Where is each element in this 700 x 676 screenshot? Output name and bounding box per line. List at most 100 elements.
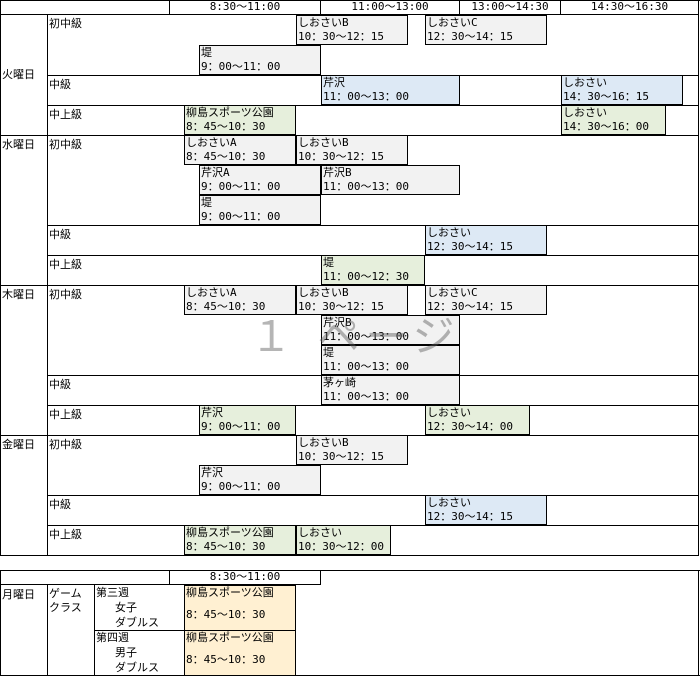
schedule-cell[interactable]: しおさい 10：30〜12：00	[296, 525, 391, 555]
cell-location: しおさいB	[298, 286, 349, 299]
level-label-upper-intermediate: 中上級	[49, 528, 82, 541]
level-label-beginner-intermediate: 初中級	[49, 17, 82, 30]
cell-time: 8：45〜10：30	[186, 300, 266, 313]
cell-location: しおさいB	[298, 136, 349, 149]
game-class-label-line2: クラス	[49, 601, 82, 614]
cell-location: 堤	[201, 196, 212, 209]
cell-time: 9：00〜11：00	[201, 480, 281, 493]
cell-location: 柳島スポーツ公園	[186, 631, 274, 644]
cell-time: 14：30〜16：00	[563, 120, 649, 133]
cell-time: 10：30〜12：15	[298, 300, 384, 313]
cell-location: しおさい	[427, 406, 471, 419]
cell-time: 12：30〜14：15	[427, 510, 513, 523]
cell-time: 11：00〜12：30	[323, 270, 409, 283]
schedule-cell[interactable]: しおさいA 8：45〜10：30	[184, 285, 296, 315]
cell-location: しおさいB	[298, 16, 349, 29]
cell-location: 堤	[201, 46, 212, 59]
schedule-cell[interactable]: しおさい 14：30〜16：00	[561, 105, 666, 135]
cell-location: 柳島スポーツ公園	[186, 526, 274, 539]
level-label-upper-intermediate: 中上級	[49, 108, 82, 121]
cell-location: しおさい	[563, 106, 607, 119]
cell-location: 堤	[323, 256, 334, 269]
cell-location: 芹沢	[201, 406, 223, 419]
cell-time: 11：00〜13：00	[323, 360, 409, 373]
schedule-cell[interactable]: しおさい 12：30〜14：15	[425, 495, 547, 525]
cell-location: 芹沢A	[201, 166, 230, 179]
cell-time: 12：30〜14：15	[427, 300, 513, 313]
week4-label: 第四週	[96, 631, 129, 644]
page-watermark: １ ページ	[250, 312, 461, 361]
schedule-cell[interactable]: 芹沢 11：00〜13：00	[321, 75, 460, 105]
game-class-label-line1: ゲーム	[49, 587, 82, 600]
day-label-tuesday: 火曜日	[2, 68, 35, 81]
schedule-cell[interactable]: しおさいA 8：45〜10：30	[184, 135, 296, 165]
cell-time: 10：30〜12：15	[298, 30, 384, 43]
schedule-cell[interactable]: しおさいB 10：30〜12：15	[296, 15, 408, 45]
cell-location: しおさいA	[186, 286, 237, 299]
schedule-cell[interactable]: しおさい 12：30〜14：00	[425, 405, 530, 435]
schedule-cell[interactable]: 芹沢 9：00〜11：00	[199, 405, 296, 435]
schedule-cell[interactable]: しおさいC 12：30〜14：15	[425, 15, 547, 45]
cell-time: 10：30〜12：00	[298, 540, 384, 553]
cell-time: 8：45〜10：30	[186, 120, 266, 133]
level-label-intermediate: 中級	[49, 78, 71, 91]
cell-location: しおさい	[427, 226, 471, 239]
schedule-cell[interactable]: 堤 9：00〜11：00	[199, 195, 321, 225]
level-label-upper-intermediate: 中上級	[49, 258, 82, 271]
cell-location: 柳島スポーツ公園	[186, 586, 274, 599]
cell-time: 9：00〜11：00	[201, 180, 281, 193]
level-label-intermediate: 中級	[49, 378, 71, 391]
cell-location: しおさいC	[427, 16, 478, 29]
cell-time: 9：00〜11：00	[201, 60, 281, 73]
cell-time: 10：30〜12：15	[298, 450, 384, 463]
schedule-cell[interactable]: 芹沢A 9：00〜11：00	[199, 165, 321, 195]
schedule-cell[interactable]: しおさいB 10：30〜12：15	[296, 285, 408, 315]
schedule-cell[interactable]: 芹沢B 11：00〜13：00	[321, 165, 460, 195]
cell-time: 10：30〜12：15	[298, 150, 384, 163]
cell-location: 柳島スポーツ公園	[186, 106, 274, 119]
schedule-cell[interactable]: 茅ヶ崎 11：00〜13：00	[321, 375, 460, 405]
week4-category: 男子	[115, 646, 137, 659]
cell-time: 11：00〜13：00	[323, 90, 409, 103]
schedule-cell[interactable]: しおさいB 10：30〜12：15	[296, 135, 408, 165]
week4-format: ダブルス	[115, 661, 159, 674]
schedule-cell[interactable]: 堤 11：00〜13：00	[321, 345, 460, 375]
header-blank	[0, 0, 170, 15]
monday-header-slot: 8:30〜11:00	[170, 570, 321, 585]
schedule-cell[interactable]: しおさいC 12：30〜14：15	[425, 285, 547, 315]
cell-time: 8：45〜10：30	[186, 150, 266, 163]
schedule-cell[interactable]: しおさい 12：30〜14：15	[425, 225, 547, 255]
cell-location: しおさいC	[427, 286, 478, 299]
week3-label: 第三週	[96, 586, 129, 599]
cell-location: しおさいA	[186, 136, 237, 149]
cell-location: 堤	[323, 346, 334, 359]
level-label-beginner-intermediate: 初中級	[49, 438, 82, 451]
header-slot-2: 11:00〜13:00	[321, 0, 460, 15]
schedule-cell[interactable]: 芹沢B 11：00〜13：00	[321, 315, 460, 345]
cell-location: 芹沢	[201, 466, 223, 479]
schedule-cell[interactable]: 堤 11：00〜12：30	[321, 255, 425, 285]
schedule-cell[interactable]: 柳島スポーツ公園 8：45〜10：30	[184, 105, 296, 135]
schedule-cell[interactable]: しおさいB 10：30〜12：15	[296, 435, 408, 465]
cell-time: 11：00〜13：00	[323, 180, 409, 193]
cell-location: しおさい	[298, 526, 342, 539]
cell-time: 11：00〜13：00	[323, 390, 409, 403]
cell-time: 8：45〜10：30	[186, 540, 266, 553]
schedule-cell[interactable]: 柳島スポーツ公園 8：45〜10：30	[184, 630, 296, 676]
schedule-cell[interactable]: 芹沢 9：00〜11：00	[199, 465, 321, 495]
schedule-cell[interactable]: 柳島スポーツ公園 8：45〜10：30	[184, 525, 296, 555]
day-label-wednesday: 水曜日	[2, 138, 35, 151]
monday-header-blank	[0, 570, 170, 585]
level-label-intermediate: 中級	[49, 498, 71, 511]
header-slot-1: 8:30〜11:00	[170, 0, 321, 15]
cell-time: 11：00〜13：00	[323, 330, 409, 343]
cell-time: 9：00〜11：00	[201, 210, 281, 223]
cell-time: 8：45〜10：30	[186, 608, 266, 621]
day-label-friday: 金曜日	[2, 438, 35, 451]
cell-time: 9：00〜11：00	[201, 420, 281, 433]
schedule-cell[interactable]: 柳島スポーツ公園 8：45〜10：30	[184, 585, 296, 631]
cell-time: 12：30〜14：15	[427, 240, 513, 253]
cell-location: 芹沢B	[323, 316, 352, 329]
schedule-cell[interactable]: 堤 9：00〜11：00	[199, 45, 321, 75]
schedule-cell[interactable]: しおさい 14：30〜16：15	[561, 75, 683, 105]
